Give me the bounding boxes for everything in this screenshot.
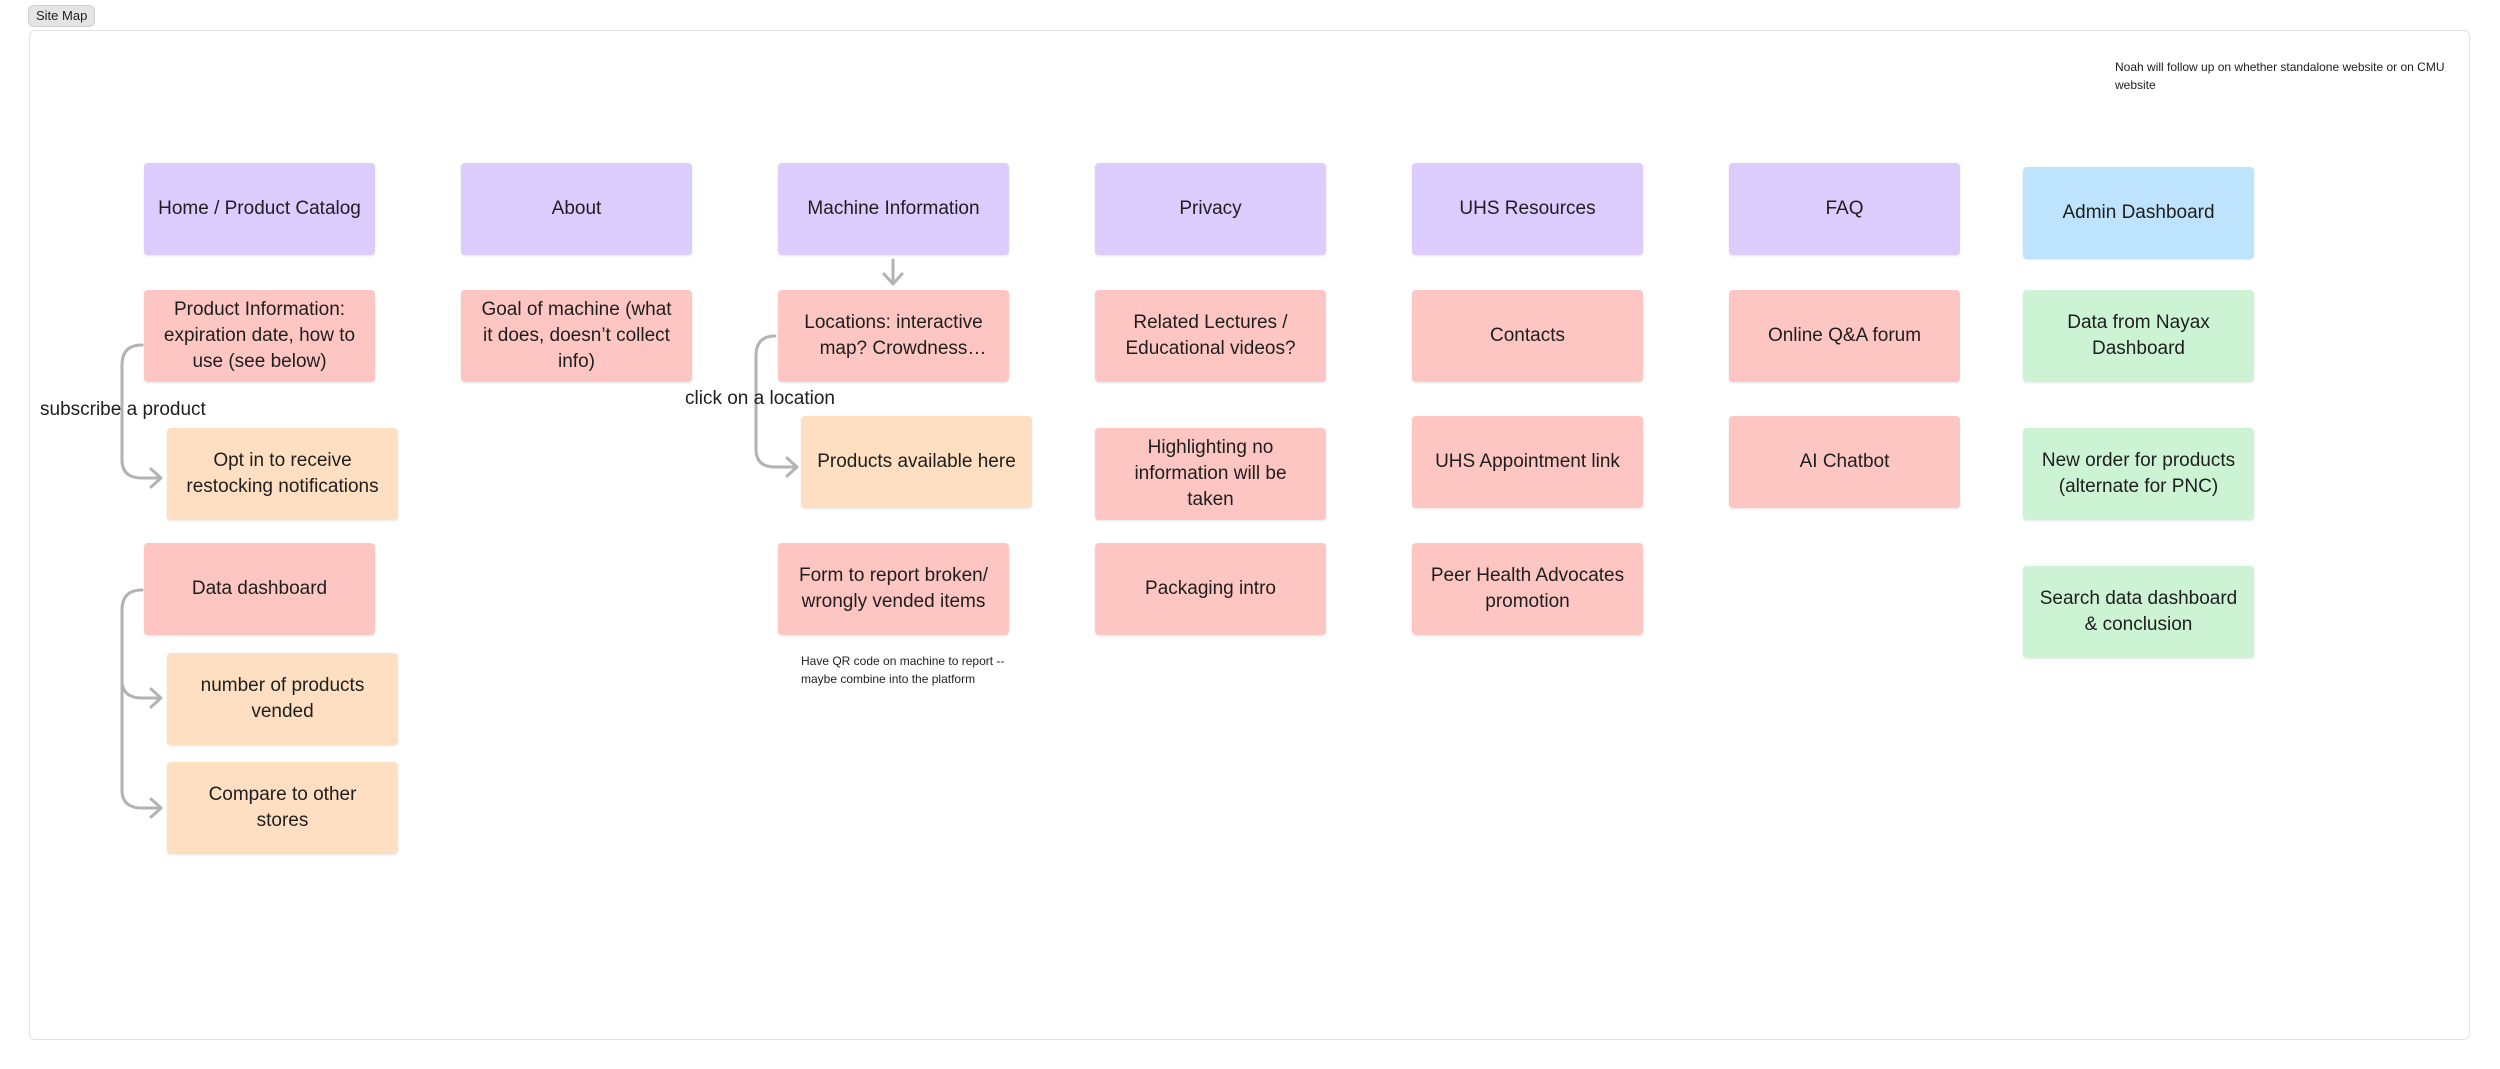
page-contacts[interactable]: Contacts: [1412, 290, 1643, 382]
header-home-product-catalog[interactable]: Home / Product Catalog: [144, 163, 375, 255]
page-new-order[interactable]: New order for products (alternate for PN…: [2023, 428, 2254, 520]
page-locations-map[interactable]: Locations: interactive map? Crowdness ra…: [778, 290, 1009, 382]
page-ai-chatbot[interactable]: AI Chatbot: [1729, 416, 1960, 508]
page-no-information-taken[interactable]: Highlighting no information will be take…: [1095, 428, 1326, 520]
page-compare-stores[interactable]: Compare to other stores: [167, 762, 398, 854]
page-online-qa-forum[interactable]: Online Q&A forum: [1729, 290, 1960, 382]
connector-label-click-location[interactable]: click on a location: [685, 388, 835, 409]
page-report-form[interactable]: Form to report broken/ wrongly vended it…: [778, 543, 1009, 635]
note-standalone-website[interactable]: Noah will follow up on whether standalon…: [2115, 60, 2445, 92]
note-qr-code[interactable]: Have QR code on machine to report -- may…: [801, 654, 1005, 686]
page-uhs-appointment[interactable]: UHS Appointment link: [1412, 416, 1643, 508]
page-goal-of-machine[interactable]: Goal of machine (what it does, doesn’t c…: [461, 290, 692, 382]
header-about[interactable]: About: [461, 163, 692, 255]
header-faq[interactable]: FAQ: [1729, 163, 1960, 255]
page-search-data-dashboard[interactable]: Search data dashboard & conclusion: [2023, 566, 2254, 658]
header-uhs-resources[interactable]: UHS Resources: [1412, 163, 1643, 255]
header-privacy[interactable]: Privacy: [1095, 163, 1326, 255]
page-packaging-intro[interactable]: Packaging intro: [1095, 543, 1326, 635]
page-products-available-here[interactable]: Products available here: [801, 416, 1032, 508]
header-admin-dashboard[interactable]: Admin Dashboard: [2023, 167, 2254, 259]
page-data-dashboard[interactable]: Data dashboard: [144, 543, 375, 635]
header-machine-information[interactable]: Machine Information: [778, 163, 1009, 255]
page-product-information[interactable]: Product Information: expiration date, ho…: [144, 290, 375, 382]
page-nayax-data[interactable]: Data from Nayax Dashboard: [2023, 290, 2254, 382]
page-peer-health-advocates[interactable]: Peer Health Advocates promotion: [1412, 543, 1643, 635]
page-related-lectures[interactable]: Related Lectures / Educational videos?: [1095, 290, 1326, 382]
connector-label-subscribe[interactable]: subscribe a product: [40, 399, 206, 420]
page-products-vended[interactable]: number of products vended: [167, 653, 398, 745]
frame-label[interactable]: Site Map: [28, 5, 96, 27]
page-opt-in-restocking[interactable]: Opt in to receive restocking notificatio…: [167, 428, 398, 520]
